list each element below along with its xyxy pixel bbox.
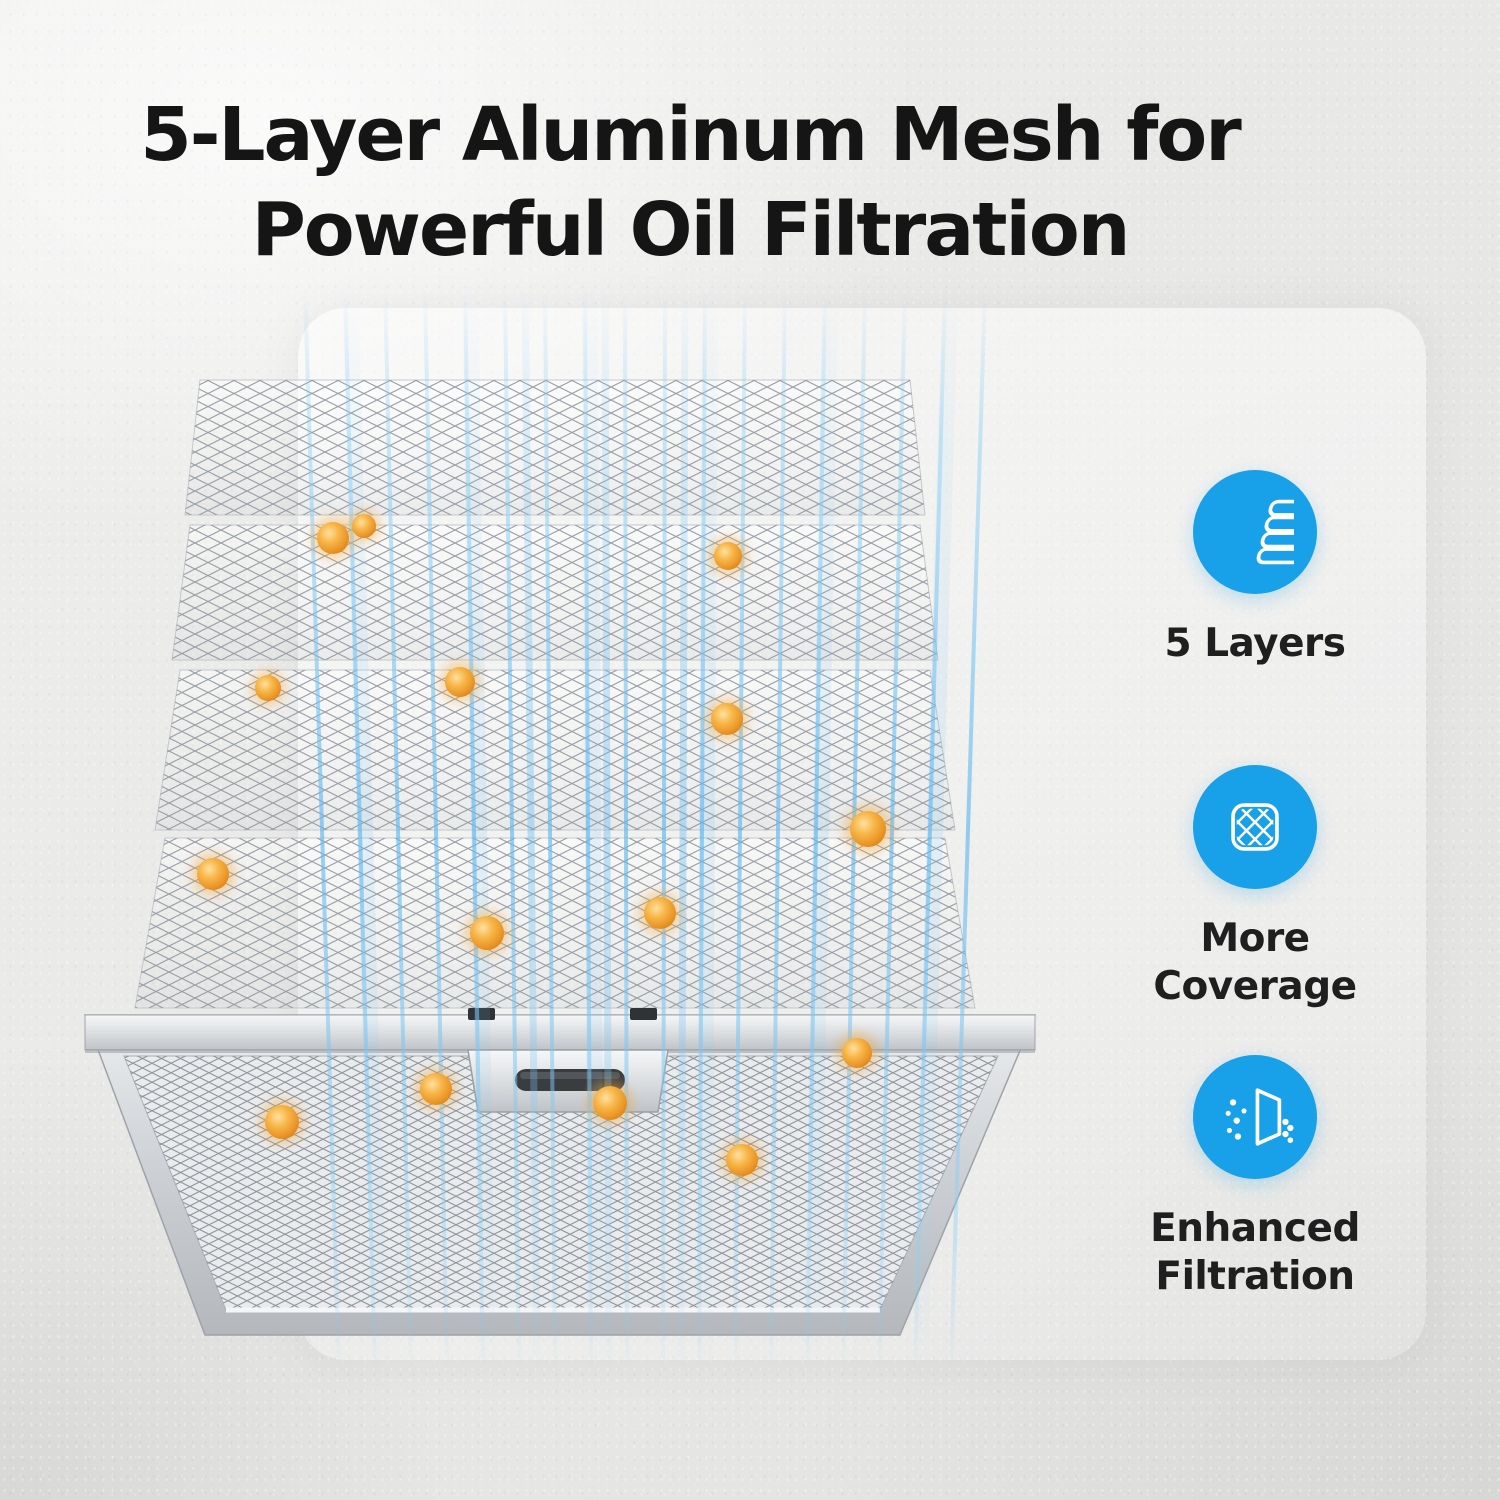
airflow-streaks — [303, 282, 987, 1378]
feature-enhanced-filtration: Enhanced Filtration — [1090, 1055, 1420, 1300]
enhanced-filtration-icon — [1193, 1055, 1317, 1179]
mesh-layer-1 — [184, 379, 926, 516]
page-title-line1: 5-Layer Aluminum Mesh for — [140, 92, 1242, 178]
filter-exploded-illustration — [83, 282, 1037, 1378]
filter-mesh-surface — [124, 1056, 998, 1310]
feature-label: 5 Layers — [1164, 621, 1346, 666]
filter-top-rail — [84, 1014, 1036, 1051]
mesh-coverage-icon — [1193, 765, 1317, 889]
feature-label: More Coverage — [1153, 916, 1357, 1009]
oil-droplets — [191, 509, 893, 1182]
feature-more-coverage: More Coverage — [1090, 765, 1420, 1010]
filter-panel — [83, 1008, 1037, 1336]
mesh-layer-4 — [134, 837, 976, 1009]
feature-callouts: 5 Layers More Coverage — [1090, 0, 1420, 1500]
feature-label: Enhanced Filtration — [1150, 1206, 1360, 1299]
filter-handle — [467, 1049, 669, 1113]
feature-5-layers: 5 Layers — [1090, 470, 1420, 668]
layers-stack-icon — [1193, 470, 1317, 594]
page-title-line2: Powerful Oil Filtration — [251, 186, 1131, 273]
page-title: 5-Layer Aluminum Mesh for Powerful Oil F… — [70, 88, 1310, 277]
filter-clip-right — [630, 1008, 657, 1020]
